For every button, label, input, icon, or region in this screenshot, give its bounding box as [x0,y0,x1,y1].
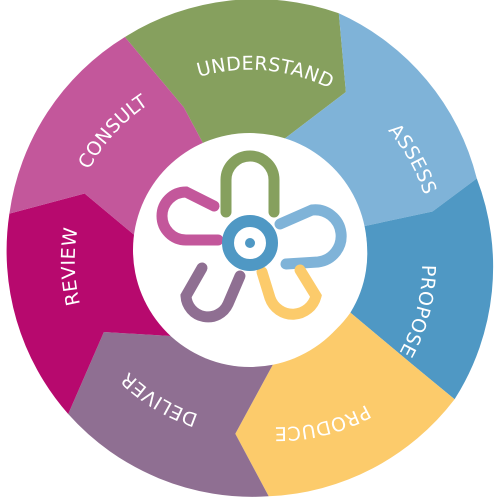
logo-petal-right [274,204,347,270]
logo-petal-bottom-left [180,262,246,323]
logo-hub-dot [245,238,255,248]
center-logo [156,150,347,323]
segment-understand [124,0,346,148]
segment-deliver [68,332,276,497]
wheel-segments [6,0,494,497]
logo-petal-left [156,186,224,246]
logo-petal-bottom-right [256,264,322,320]
segment-review [6,193,171,414]
segment-assess [277,13,477,227]
logo-hub-ring [222,215,278,271]
segment-propose [350,178,494,400]
logo-petal-top [220,150,280,218]
